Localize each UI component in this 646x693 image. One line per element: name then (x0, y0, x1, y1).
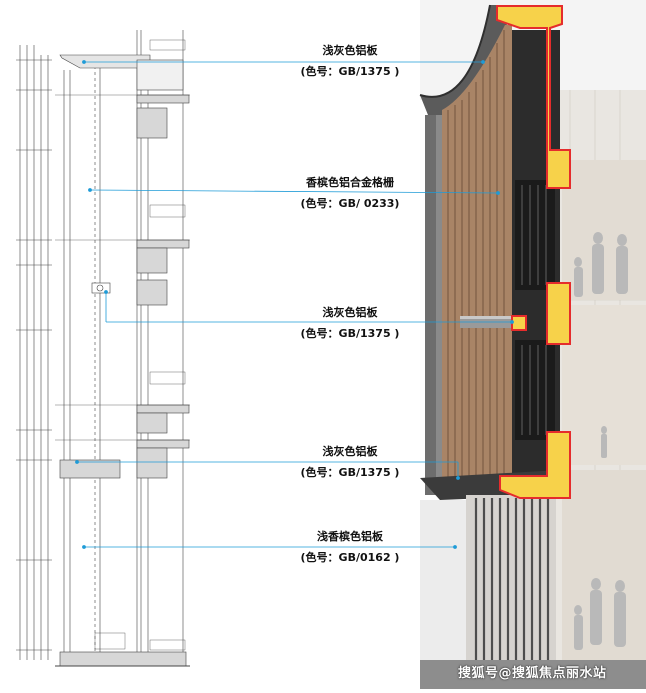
callout-light-grey-bottom: 浅灰色铝板 (色号：GB/1375 ) (240, 441, 460, 483)
callout-champagne-grille: 香槟色铝合金格栅 (色号：GB/ 0233) (240, 172, 460, 214)
callout-name: 浅灰色铝板 (322, 306, 378, 319)
facade-rendering (419, 0, 646, 690)
callout-name: 香槟色铝合金格栅 (306, 176, 394, 189)
callout-code: (色号：GB/0162 ) (300, 551, 400, 564)
callout-name: 浅灰色铝板 (322, 445, 378, 458)
callout-code: (色号：GB/1375 ) (300, 65, 400, 78)
cad-section-drawing (16, 30, 190, 667)
watermark: 搜狐号@搜狐焦点丽水站 (458, 666, 607, 681)
callout-light-grey-middle: 浅灰色铝板 (色号：GB/1375 ) (240, 302, 460, 344)
callout-code: (色号：GB/1375 ) (300, 327, 400, 340)
callout-code: (色号：GB/1375 ) (300, 466, 400, 479)
callout-name: 浅灰色铝板 (322, 44, 378, 57)
callout-name: 浅香槟色铝板 (317, 530, 383, 543)
callout-light-grey-top: 浅灰色铝板 (色号：GB/1375 ) (240, 40, 460, 82)
callout-light-champagne: 浅香槟色铝板 (色号：GB/0162 ) (240, 526, 460, 568)
callout-code: (色号：GB/ 0233) (300, 197, 400, 210)
leader-lines (75, 60, 514, 549)
mannequin-figures (574, 232, 628, 650)
